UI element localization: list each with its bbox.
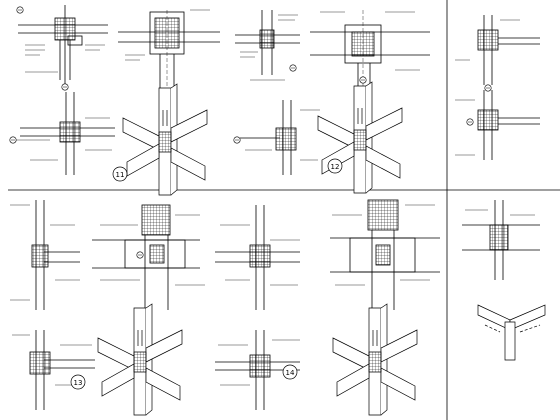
elevation-view-i <box>10 200 80 310</box>
isometric-view-11 <box>122 83 208 196</box>
svg-text:14: 14 <box>286 369 295 377</box>
elevation-view-b <box>118 9 220 95</box>
isometric-view-12 <box>317 81 403 194</box>
sheet-divider-lines <box>8 0 560 420</box>
section-view-c <box>235 10 300 81</box>
plan-view-h <box>455 90 540 160</box>
plan-view-a <box>16 5 108 91</box>
elevation-view-k <box>215 205 300 310</box>
isometric-view-p <box>477 304 546 361</box>
elevation-view-d <box>310 10 430 95</box>
svg-text:12: 12 <box>331 163 340 171</box>
plan-view-e <box>455 15 540 92</box>
detail-marker-14: 14 <box>282 364 298 380</box>
elevation-view-l <box>330 199 440 310</box>
plan-view-n <box>12 330 95 410</box>
detail-marker-11: 11 <box>112 166 128 182</box>
svg-text:11: 11 <box>116 171 125 179</box>
detail-marker-13: 13 <box>70 374 86 390</box>
isometric-view-14 <box>332 303 418 416</box>
detail-marker-12: 12 <box>327 158 343 174</box>
plan-view-o <box>215 330 300 410</box>
svg-text:13: 13 <box>74 379 83 387</box>
isometric-view-13 <box>97 303 183 416</box>
elevation-view-j <box>92 204 205 310</box>
plan-view-f <box>9 92 115 175</box>
elevation-view-m <box>462 200 540 280</box>
plan-view-g <box>233 100 320 175</box>
